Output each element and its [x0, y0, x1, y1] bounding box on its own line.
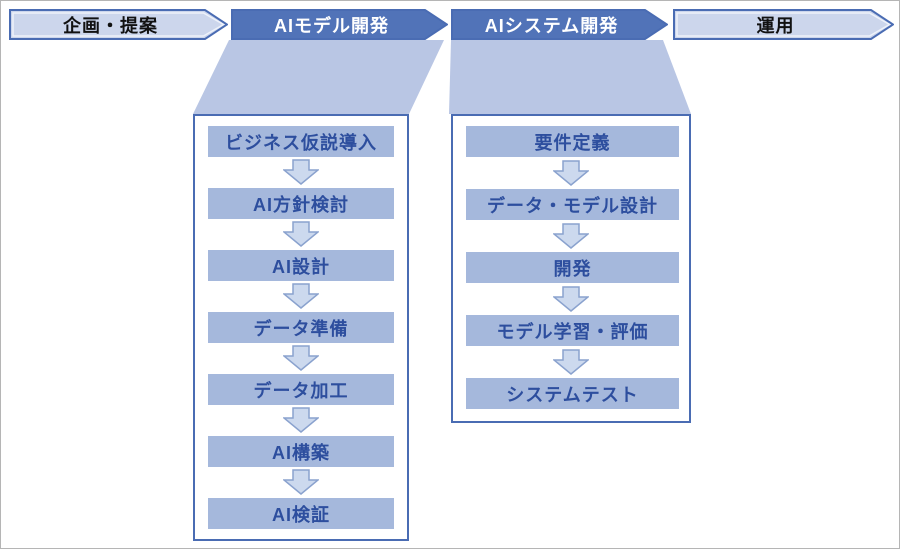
step-label: データ準備: [253, 318, 349, 339]
chevron-shape-icon: [9, 9, 228, 40]
down-arrow-icon: [283, 469, 319, 495]
down-arrow-icon: [283, 407, 319, 433]
down-arrow-icon: [283, 221, 319, 247]
step-box: ビジネス仮説導入: [208, 126, 394, 157]
connector-ai-model-expand: [193, 40, 444, 114]
step-box: モデル学習・評価: [466, 315, 679, 346]
down-arrow-icon: [283, 345, 319, 371]
step-label: システムテスト: [506, 384, 639, 405]
step-label: ビジネス仮説導入: [225, 132, 377, 153]
step-label: AI設計: [272, 256, 330, 277]
down-arrow-icon: [283, 159, 319, 185]
down-arrow-icon: [553, 223, 589, 249]
phase-chevron-operation: 運用: [673, 9, 894, 40]
step-box: データ・モデル設計: [466, 189, 679, 220]
phase-label-planning: 企画・提案: [63, 15, 158, 36]
phase-label-operation: 運用: [756, 15, 795, 36]
step-label: データ・モデル設計: [487, 195, 658, 216]
ai-model-detail-panel: ビジネス仮説導入 AI方針検討 AI設計 データ準備 データ加工 AI構築 AI…: [193, 114, 409, 541]
step-label: AI構築: [272, 442, 330, 463]
step-label: 要件定義: [534, 132, 611, 153]
step-label: AI検証: [272, 504, 330, 525]
down-arrow-icon: [553, 160, 589, 186]
step-box: AI構築: [208, 436, 394, 467]
chevron-shape-icon: [673, 9, 894, 40]
chevron-shape-icon: [451, 9, 668, 40]
connector-ai-system-expand: [449, 40, 691, 114]
step-box: データ準備: [208, 312, 394, 343]
phase-chevron-planning: 企画・提案: [9, 9, 228, 40]
phase-label-ai-model: AIモデル開発: [274, 15, 389, 36]
step-box: AI方針検討: [208, 188, 394, 219]
step-box: 開発: [466, 252, 679, 283]
chevron-shape-icon: [231, 9, 448, 40]
down-arrow-icon: [553, 349, 589, 375]
step-box: データ加工: [208, 374, 394, 405]
phase-chevron-ai-system: AIシステム開発: [451, 9, 668, 40]
ai-system-detail-panel: 要件定義 データ・モデル設計 開発 モデル学習・評価 システムテスト: [451, 114, 691, 423]
phase-chevron-ai-model: AIモデル開発: [231, 9, 448, 40]
step-label: データ加工: [253, 380, 349, 401]
step-label: AI方針検討: [253, 194, 349, 215]
step-box: 要件定義: [466, 126, 679, 157]
step-box: システムテスト: [466, 378, 679, 409]
down-arrow-icon: [553, 286, 589, 312]
down-arrow-icon: [283, 283, 319, 309]
step-box: AI検証: [208, 498, 394, 529]
phase-label-ai-system: AIシステム開発: [484, 15, 619, 36]
step-label: 開発: [553, 258, 592, 279]
step-label: モデル学習・評価: [496, 321, 649, 342]
step-box: AI設計: [208, 250, 394, 281]
